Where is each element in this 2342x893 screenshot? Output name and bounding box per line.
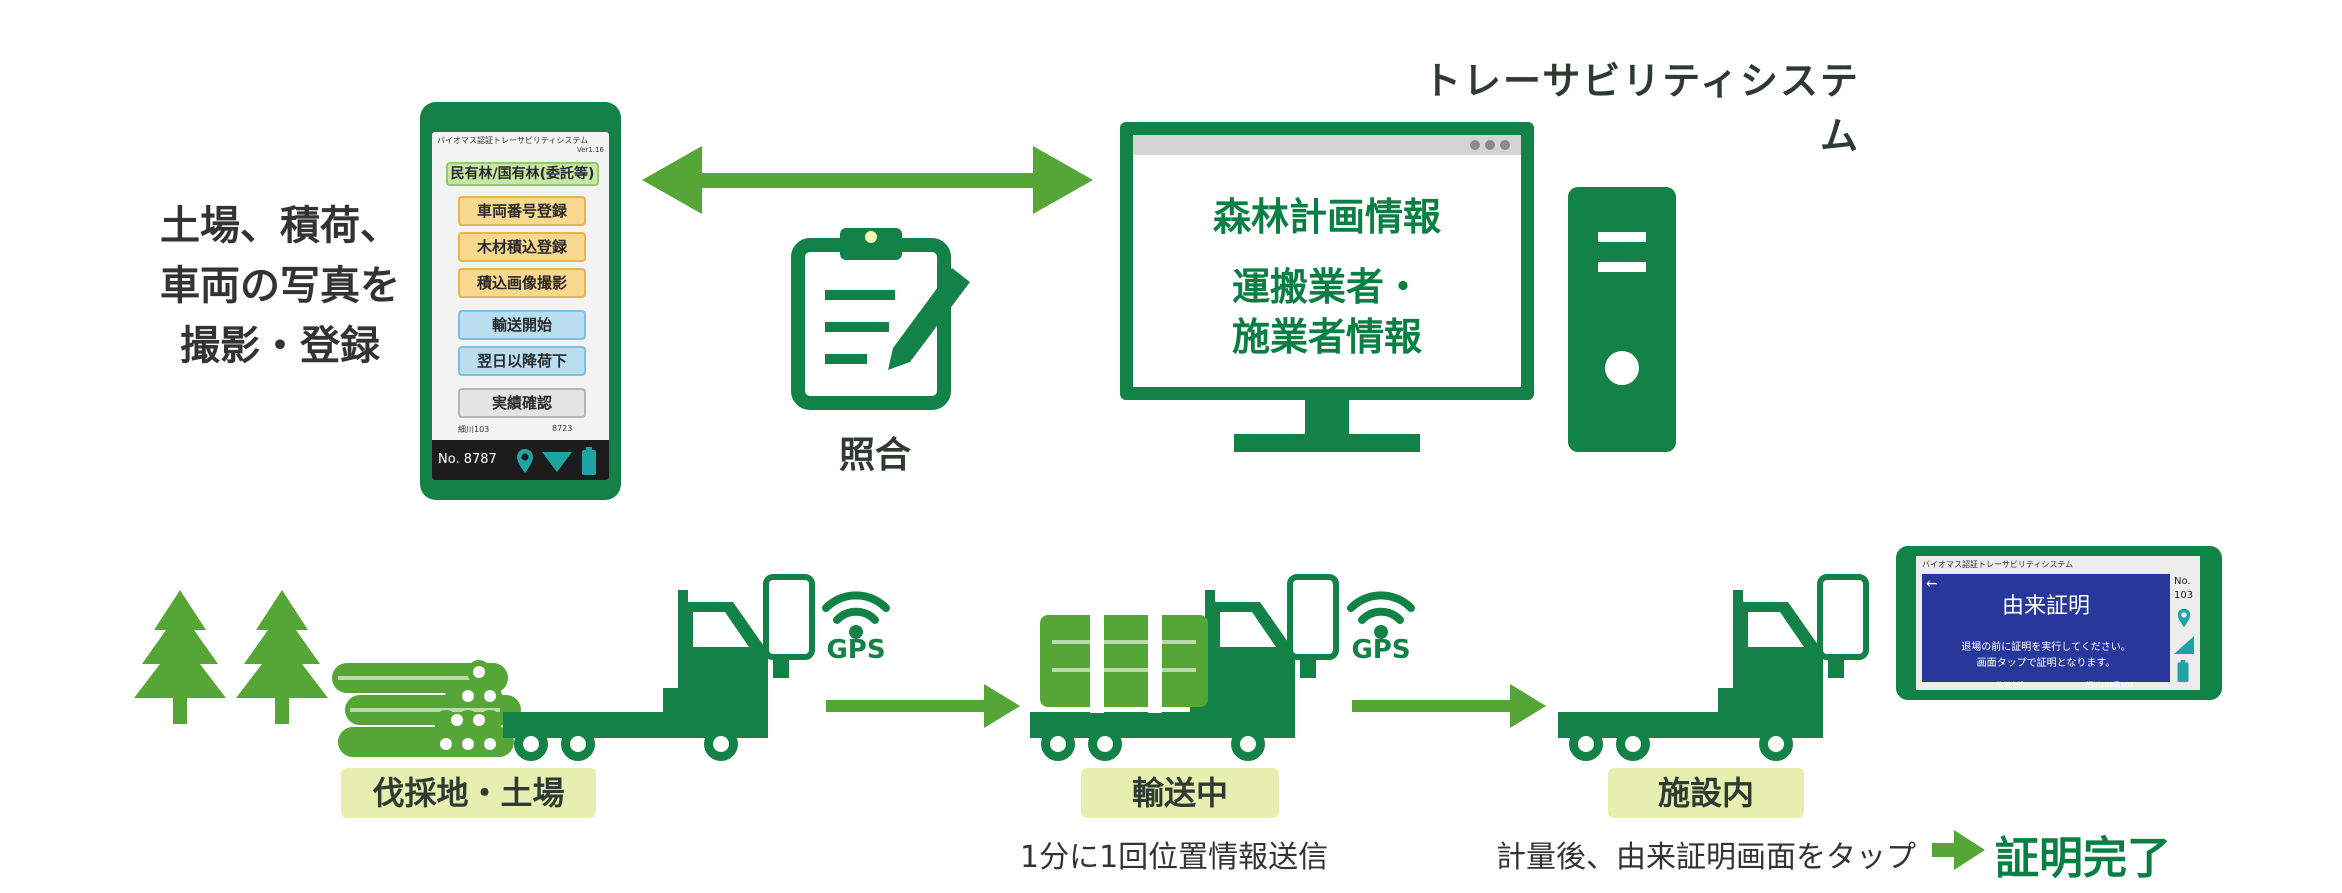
mobile-phone-icon <box>766 577 812 657</box>
start-transport-button[interactable]: 輸送開始 <box>458 310 586 340</box>
clipboard-pencil-icon <box>791 228 970 410</box>
certificate-message: 画面タップで証明となります。 <box>1976 658 2116 669</box>
flow-arrow-icon <box>826 684 1020 728</box>
system-title: トレーサビリティシステム <box>1423 59 1860 158</box>
tablet-header: バイオマス認証トレーサビリティシステム <box>1922 560 2074 569</box>
wifi-signal-icon <box>1351 595 1411 639</box>
monitor-text-operators: 運搬業者・ <box>1231 265 1422 309</box>
location-pin-icon <box>517 449 533 473</box>
tablet-device: バイオマス認証トレーサビリティシステム ← 由来証明 退場の前に証明を実行してく… <box>1896 546 2222 700</box>
monitor-text-operators: 施業者情報 <box>1231 315 1422 359</box>
monitor-text-forest-plan: 森林計画情報 <box>1212 195 1441 239</box>
phone-info-left: 細川103 <box>458 425 490 434</box>
photo-instruction: 土場、積荷、 車両の写真を 撮影・登録 <box>150 196 410 376</box>
gps-label: GPS <box>1351 635 1410 665</box>
smartphone-app: バイオマス認証トレーサビリティシステム Ver1.16 民有林/国有林(委託等)… <box>420 102 621 500</box>
photo-instruction-line: 車両の写真を <box>160 263 400 309</box>
vehicle-number: No. 8787 <box>438 452 497 467</box>
check-results-button[interactable]: 実績確認 <box>458 388 586 418</box>
phone-info-right: 8723 <box>552 424 573 433</box>
forest-type-selector[interactable]: 民有林/国有林(委託等) <box>446 162 599 186</box>
wifi-signal-icon <box>826 595 886 639</box>
pc-tower-icon <box>1568 187 1676 452</box>
loading-photo-button[interactable]: 積込画像撮影 <box>458 268 586 298</box>
app-version: Ver1.16 <box>576 146 604 154</box>
monitor-icon <box>1120 122 1534 452</box>
back-arrow-icon[interactable]: ← <box>1926 576 1938 592</box>
battery-icon <box>582 447 596 475</box>
flow-arrow-icon <box>1352 684 1546 728</box>
certification-complete: 証明完了 <box>1995 833 2171 884</box>
location-pin-icon <box>2177 608 2191 628</box>
tree-icon <box>134 590 328 724</box>
photo-instruction-line: 撮影・登録 <box>180 323 380 369</box>
origin-certificate-panel[interactable]: ← 由来証明 退場の前に証明を実行してください。 画面タップで証明となります。 <box>1922 574 2170 682</box>
photo-instruction-line: 土場、積荷、 <box>160 203 400 249</box>
tablet-side-no: No. <box>2174 576 2191 587</box>
truck-icon <box>503 590 789 761</box>
truck-loaded-icon <box>1030 590 1316 761</box>
stage-label-in-transit: 輸送中 <box>1081 768 1279 818</box>
small-arrow-icon <box>1932 830 1985 870</box>
mobile-phone-icon <box>1820 577 1866 657</box>
certificate-title: 由来証明 <box>2001 594 2090 619</box>
mobile-phone-icon <box>1290 577 1336 657</box>
wifi-signal-icon <box>542 452 572 472</box>
battery-icon <box>2177 660 2189 682</box>
truck-icon <box>1558 590 1844 761</box>
app-header: バイオマス認証トレーサビリティシステム <box>437 136 589 145</box>
vehicle-registration-button[interactable]: 車両番号登録 <box>458 196 586 226</box>
clipboard-label: 照合 <box>838 435 911 476</box>
certificate-message: 退場の前に証明を実行してください。 <box>1961 642 2131 653</box>
stage-label-facility: 施設内 <box>1608 768 1804 818</box>
tablet-screen: バイオマス認証トレーサビリティシステム ← 由来証明 退場の前に証明を実行してく… <box>1916 556 2200 690</box>
log-pile-icon <box>332 660 521 757</box>
signal-icon <box>2174 636 2194 654</box>
timber-loading-button[interactable]: 木材積込登録 <box>458 232 586 262</box>
double-arrow-icon <box>642 146 1093 214</box>
tablet-footer-right: 細川103番103 <box>2086 681 2134 689</box>
facility-caption: 計量後、由来証明画面をタップ <box>1496 840 1916 875</box>
stage-label-logging-site: 伐採地・土場 <box>341 768 596 818</box>
gps-label: GPS <box>826 635 885 665</box>
tablet-footer-left: 信州太郎 <box>1996 681 2024 689</box>
phone-status-bar: No. 8787 <box>432 440 609 480</box>
next-day-unload-button[interactable]: 翌日以降荷下 <box>458 346 586 376</box>
phone-screen: バイオマス認証トレーサビリティシステム Ver1.16 民有林/国有林(委託等)… <box>432 132 609 480</box>
tablet-side-number: 103 <box>2174 590 2194 601</box>
transport-caption: 1分に1回位置情報送信 <box>1020 840 1329 875</box>
